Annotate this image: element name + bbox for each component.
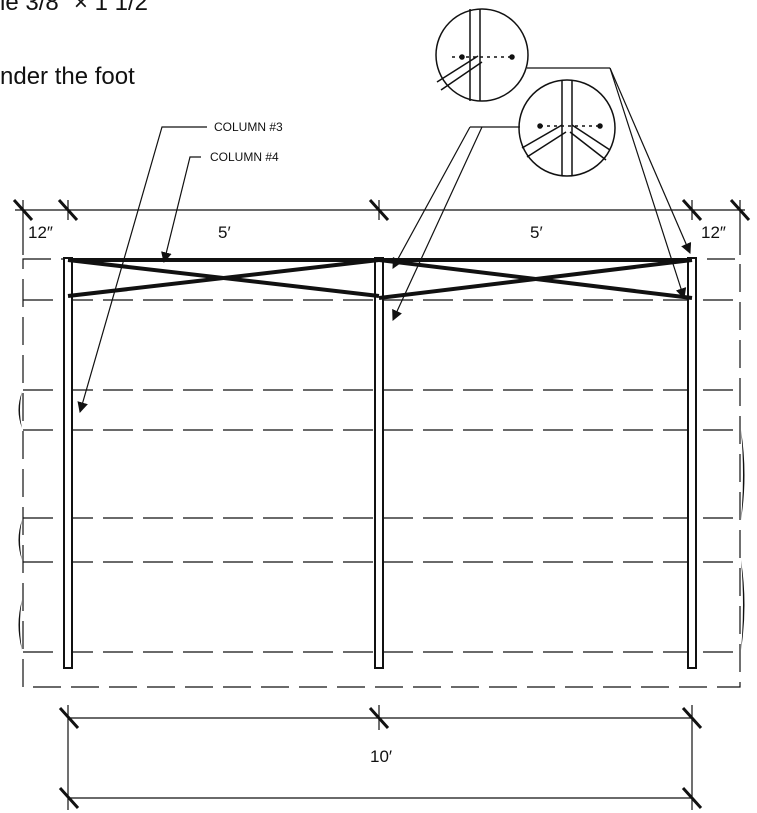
dim-bay-left: 5′	[218, 223, 231, 242]
bottom-dimension-ticks	[58, 706, 703, 810]
note-line-1: le 3/8" × 1 1/2	[0, 0, 148, 16]
callout-column-3: COLUMN #3	[214, 120, 283, 134]
columns	[63, 257, 697, 669]
top-dimension	[15, 200, 745, 255]
dim-left-margin: 12″	[28, 223, 53, 242]
column-center	[374, 257, 384, 669]
callout-column-4: COLUMN #4	[210, 150, 279, 164]
detail-bubble-bottom	[518, 79, 616, 177]
column-right	[687, 257, 697, 669]
side-brackets	[18, 392, 745, 650]
cross-bracing	[67, 258, 693, 300]
dim-overall: 10′	[370, 747, 392, 766]
top-dimension-ticks	[12, 198, 751, 222]
dim-right-margin: 12″	[701, 223, 726, 242]
column-callout-leaders	[77, 126, 207, 414]
note-line-2: nder the foot	[0, 63, 135, 90]
column-left	[63, 257, 73, 669]
detail-leaders	[392, 67, 692, 321]
dim-bay-right: 5′	[530, 223, 543, 242]
detail-bubble-top	[435, 8, 529, 102]
